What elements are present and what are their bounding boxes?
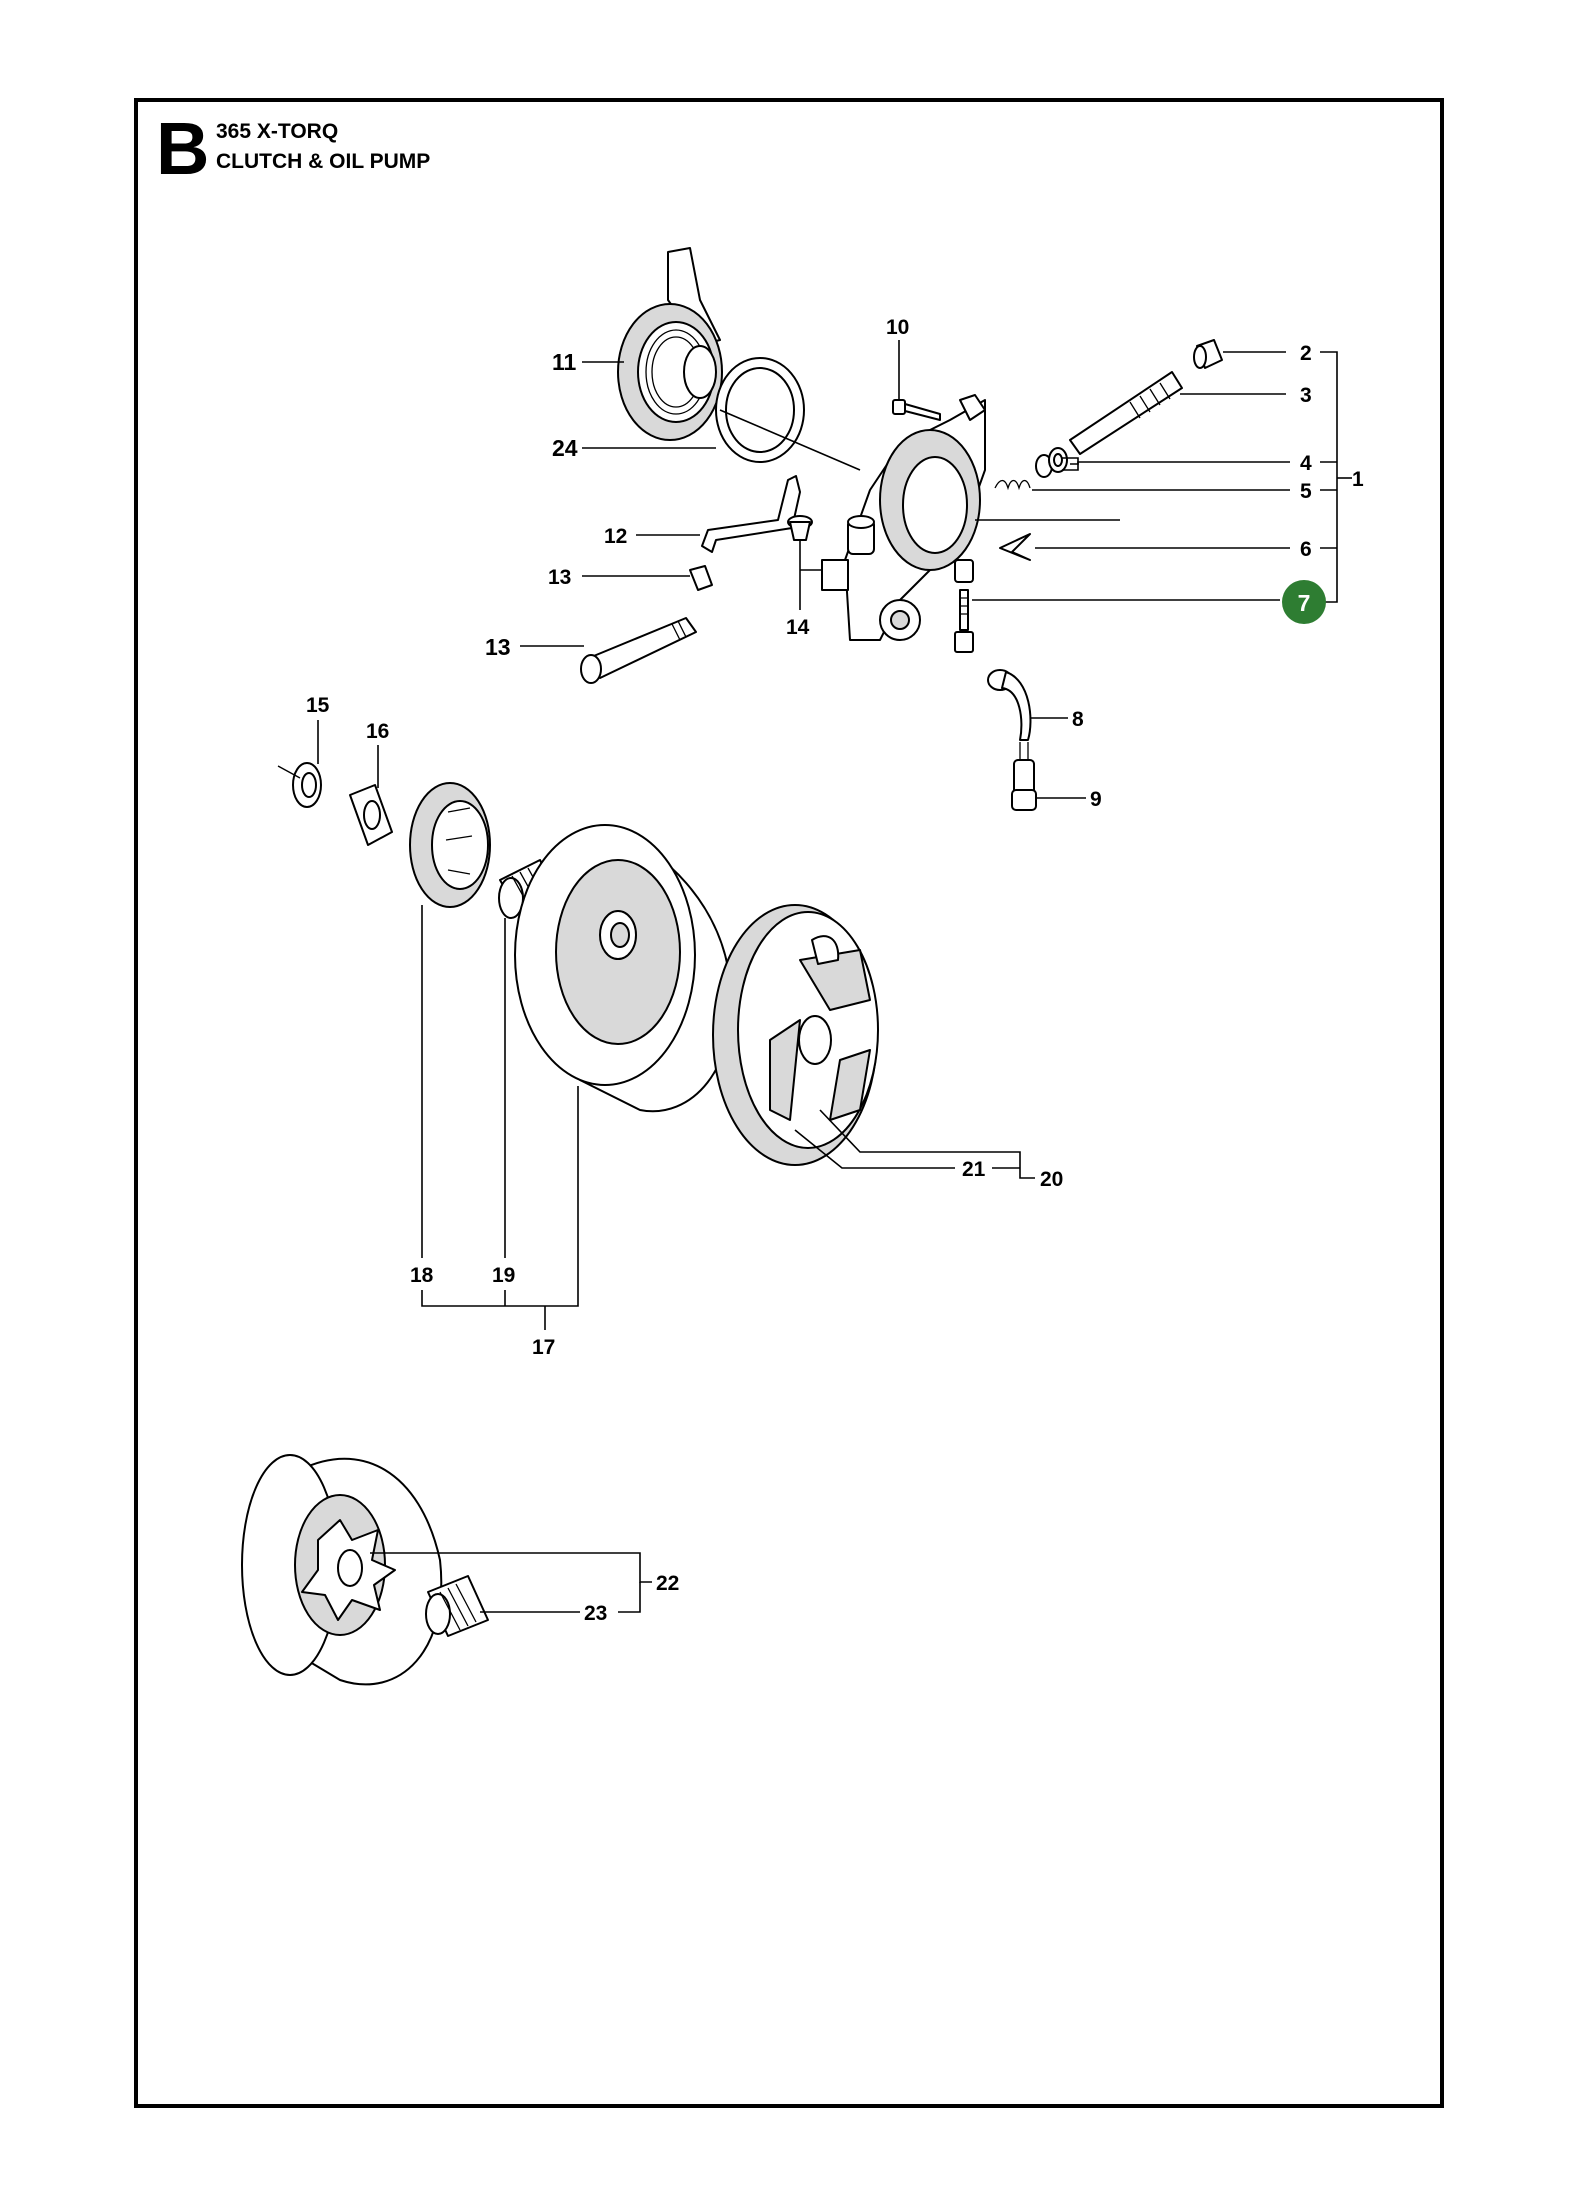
label-13-nut: 13 <box>548 566 571 589</box>
part-2-cap <box>1193 339 1223 369</box>
label-2: 2 <box>1300 342 1312 365</box>
label-8: 8 <box>1072 708 1084 731</box>
part-17-clutch-drum <box>514 824 733 1113</box>
part-9-oil-filter <box>1011 759 1037 811</box>
part-5-spring <box>994 479 1031 491</box>
label-9: 9 <box>1090 788 1102 811</box>
label-19: 19 <box>492 1264 515 1287</box>
part-6-clip <box>999 533 1031 561</box>
part-20-clutch <box>712 904 879 1166</box>
drawing-frame <box>134 98 1444 2108</box>
part-23-needle-bearing <box>425 1575 489 1637</box>
part-3-pump-plunger <box>1069 371 1183 455</box>
label-5: 5 <box>1300 480 1312 503</box>
part-7-adjust-screw <box>954 589 974 653</box>
section-letter: B <box>156 107 210 190</box>
label-14: 14 <box>786 616 810 639</box>
label-7-highlight: 7 <box>1282 580 1326 624</box>
label-1: 1 <box>1352 468 1364 491</box>
part-16-washer <box>349 784 393 846</box>
part-4-washers <box>1035 447 1068 478</box>
oil-pump-housing <box>821 394 986 641</box>
label-22: 22 <box>656 1572 679 1595</box>
label-15: 15 <box>306 694 330 717</box>
part-10-screw <box>892 399 941 421</box>
part-22-spur-drum <box>241 1454 443 1686</box>
label-18: 18 <box>410 1264 434 1287</box>
label-11: 11 <box>552 349 577 375</box>
part-13-nut <box>689 565 713 591</box>
leader-lines <box>317 340 1352 1613</box>
part-12-oil-pipe <box>701 475 801 553</box>
label-16: 16 <box>366 720 389 743</box>
label-7: 7 <box>1298 590 1311 616</box>
label-24: 24 <box>552 435 578 461</box>
part-14-valve <box>787 515 813 541</box>
part-18-rim-sprocket <box>409 782 491 908</box>
label-6: 6 <box>1300 538 1312 561</box>
label-17: 17 <box>532 1336 555 1359</box>
part-8-oil-hose <box>987 669 1032 760</box>
part-11-oil-cap <box>617 247 723 441</box>
part-labels: 1 2 3 4 5 6 7 8 9 10 11 12 13 13 14 15 1… <box>306 316 1364 1625</box>
part-15-circlip <box>277 762 322 808</box>
highlight-badge <box>1282 580 1326 624</box>
label-12: 12 <box>604 525 627 548</box>
label-20: 20 <box>1040 1168 1063 1191</box>
part-13-pin <box>580 617 697 684</box>
label-21: 21 <box>962 1158 986 1181</box>
assembly-title: CLUTCH & OIL PUMP <box>216 150 431 173</box>
label-4: 4 <box>1300 452 1312 475</box>
part-24-o-ring <box>715 357 805 463</box>
label-3: 3 <box>1300 384 1312 407</box>
part-21-clutch-spring <box>811 935 840 965</box>
model-title: 365 X-TORQ <box>216 120 339 143</box>
label-13-pin: 13 <box>485 634 511 660</box>
label-10: 10 <box>886 316 909 339</box>
label-23: 23 <box>584 1602 607 1625</box>
